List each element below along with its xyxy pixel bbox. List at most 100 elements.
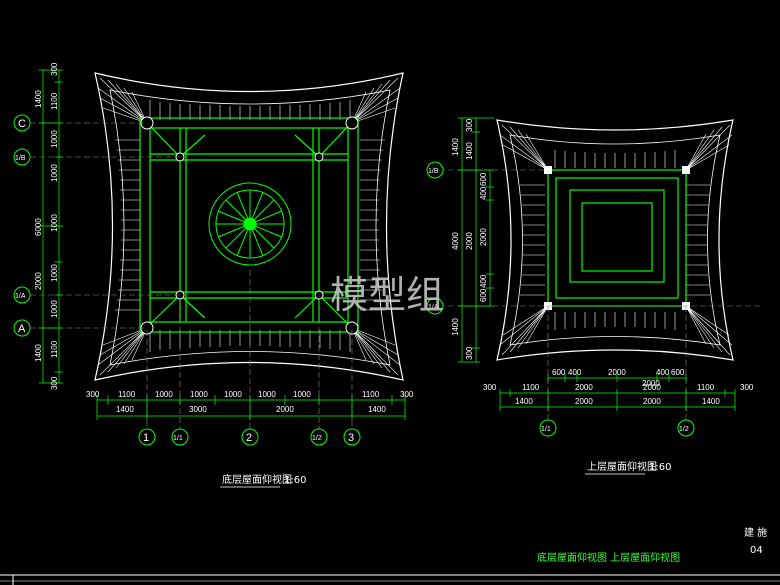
- dim-label: 600: [552, 368, 566, 377]
- dim-label: 2000: [642, 379, 660, 388]
- lower-roof-plan: 300 1100 1000 1000 1000 1000 1000 1100 3…: [13, 62, 414, 488]
- dim-label: 2000: [575, 397, 593, 406]
- lower-row-axis-bubbles: [13, 114, 31, 337]
- dim-label: 2000: [608, 368, 626, 377]
- dim-label: 2000: [643, 383, 661, 392]
- lower-columns: [140, 116, 359, 335]
- upper-dims-left-row3: 1400 4000 2000 1400 300: [451, 138, 474, 360]
- dim-label: 1100: [697, 383, 715, 392]
- lower-dims-bottom-row2: 1400 3000 2000 1400: [116, 405, 386, 414]
- dim-label: 300: [465, 118, 474, 132]
- dim-label: 300: [483, 383, 497, 392]
- upper-dims-left-row1: 300 1400: [465, 118, 474, 160]
- lower-roof-beams: [139, 117, 359, 333]
- lower-dims-left-row2: 1400 6000 2000 1400: [34, 90, 43, 362]
- dim-label: 2000: [575, 383, 593, 392]
- axis-label: 1/1: [541, 426, 551, 433]
- sheet-number: 04: [750, 545, 763, 556]
- dim-label: 600: [479, 288, 488, 302]
- dim-label: 1000: [258, 390, 276, 399]
- upper-dims-top: 600 400 2000 2000 400 600: [552, 368, 685, 388]
- upper-columns: [544, 166, 690, 310]
- lower-plan-scale: 1:60: [284, 475, 306, 486]
- axis-label: 1/B: [15, 155, 26, 162]
- dim-label: 1400: [451, 318, 460, 336]
- dim-label: 4000: [451, 232, 460, 250]
- dim-label: 2000: [34, 272, 43, 290]
- dim-label: 600: [671, 368, 685, 377]
- dim-label: 300: [50, 376, 59, 390]
- dim-label: 1100: [50, 92, 59, 110]
- drawing-category: 建 施: [744, 526, 767, 539]
- lower-roof-rafters: [97, 77, 401, 376]
- dim-label: 1400: [116, 405, 134, 414]
- dim-label: 300: [740, 383, 754, 392]
- lower-plan-title: 底层屋面仰视图: [222, 473, 292, 486]
- ceiling-rosette: [208, 182, 292, 266]
- upper-plan-scale: 1:60: [649, 462, 671, 473]
- upper-dims-bottom-row1: 300 1100 2000 2000 1100 300: [483, 383, 754, 392]
- dim-label: 1100: [50, 340, 59, 358]
- dim-label: 1000: [50, 300, 59, 318]
- dim-label: 300: [86, 390, 100, 399]
- dim-label: 1000: [50, 264, 59, 282]
- dim-label: 1100: [118, 390, 136, 399]
- lower-dims-bottom-row1: 300 1100 1000 1000 1000 1000 1000 1100 3…: [86, 390, 414, 399]
- dim-label: 400: [479, 274, 488, 288]
- dim-label: 300: [50, 62, 59, 76]
- dim-label: 1400: [515, 397, 533, 406]
- dim-label: 6000: [34, 218, 43, 236]
- upper-roof-beams: [547, 169, 687, 307]
- dim-label: 600: [479, 172, 488, 186]
- dim-label: 2000: [276, 405, 294, 414]
- dim-label: 1400: [34, 90, 43, 108]
- upper-roof-rafters: [499, 124, 733, 356]
- axis-label: 1: [143, 432, 149, 444]
- lower-dims-left-row1: 300 1100 1000 1000 1000 1000 1000 1100 3…: [50, 62, 59, 390]
- dim-label: 1400: [368, 405, 386, 414]
- axis-label: 1/B: [428, 168, 439, 175]
- dim-label: 1400: [451, 138, 460, 156]
- dim-label: 1100: [362, 390, 380, 399]
- dim-label: 1100: [522, 383, 540, 392]
- dim-label: 2000: [643, 397, 661, 406]
- dim-label: 300: [465, 346, 474, 360]
- axis-label: 1/A: [428, 304, 439, 311]
- axis-label: 2: [246, 432, 252, 444]
- dim-label: 1400: [34, 344, 43, 362]
- upper-col-axis-bubbles: [539, 419, 695, 437]
- axis-label: 3: [348, 432, 354, 444]
- dim-label: 300: [400, 390, 414, 399]
- dim-label: 400: [656, 368, 670, 377]
- dim-label: 1000: [224, 390, 242, 399]
- dim-label: 1000: [155, 390, 173, 399]
- dim-label: 1400: [465, 142, 474, 160]
- dim-label: 1000: [293, 390, 311, 399]
- axis-label: 1/A: [15, 293, 26, 300]
- lower-col-axis-bubbles: [138, 428, 361, 446]
- dim-label: 1000: [190, 390, 208, 399]
- axis-label: 1/1: [173, 435, 183, 442]
- dim-label: 2000: [465, 232, 474, 250]
- axis-label: C: [18, 118, 26, 130]
- dim-label: 1000: [50, 214, 59, 232]
- dim-label: 400: [568, 368, 582, 377]
- upper-dims-left-row2: 600 400 2000 400 600: [479, 172, 488, 302]
- watermark: 模型组: [330, 273, 444, 317]
- upper-row-axis-bubbles: [426, 161, 444, 315]
- dim-label: 3000: [189, 405, 207, 414]
- dim-label: 1400: [702, 397, 720, 406]
- title-block: 建 施 04 底层屋面仰视图 上层屋面仰视图: [537, 526, 767, 564]
- sheet-title: 底层屋面仰视图 上层屋面仰视图: [537, 551, 680, 564]
- axis-label: 1/2: [312, 435, 322, 442]
- dim-label: 1000: [50, 130, 59, 148]
- axis-label: 1/2: [679, 426, 689, 433]
- upper-dims-bottom-row2: 1400 2000 2000 1400: [515, 397, 720, 406]
- upper-roof-plan: 600 400 2000 2000 400 600 300 1100 2000 …: [426, 117, 760, 475]
- dim-label: 400: [479, 186, 488, 200]
- dim-label: 1000: [50, 164, 59, 182]
- upper-plan-title: 上层屋面仰视图: [587, 460, 657, 473]
- dim-label: 2000: [479, 228, 488, 246]
- axis-label: A: [18, 323, 26, 335]
